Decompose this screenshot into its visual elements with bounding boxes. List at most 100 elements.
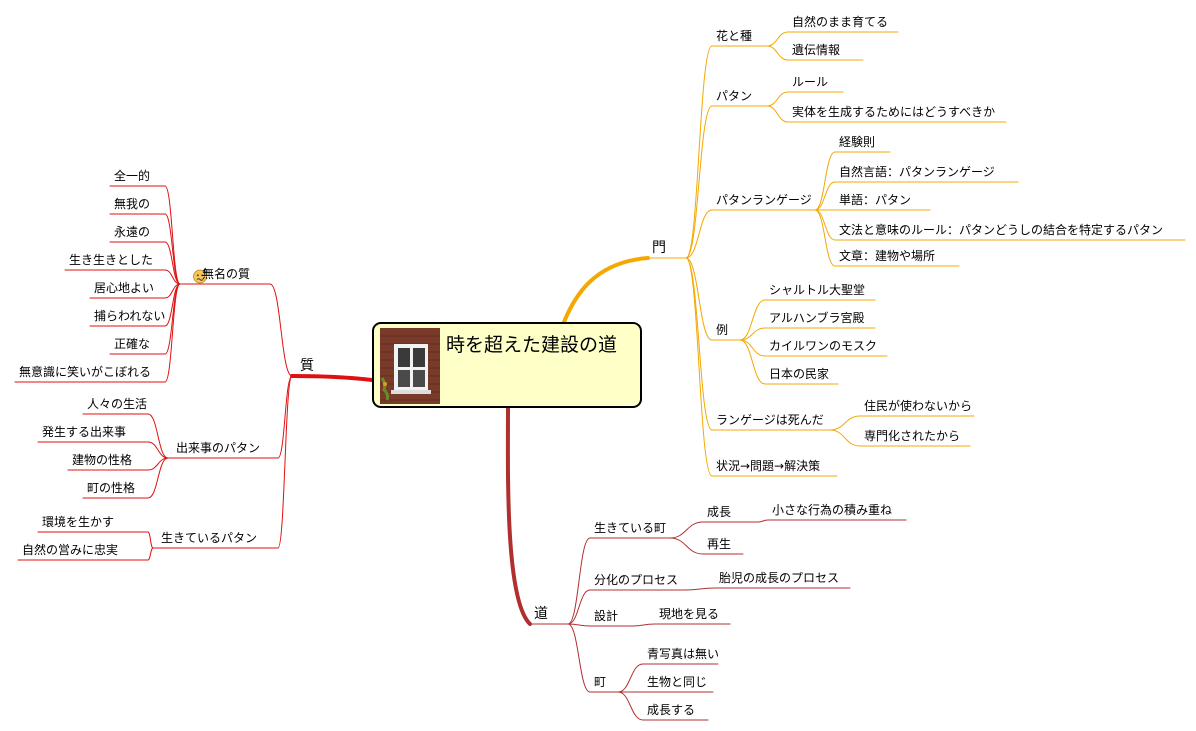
way-topic[interactable]: 生きている町 xyxy=(594,521,667,535)
connector-line xyxy=(739,339,766,357)
connector-line xyxy=(685,257,713,431)
connector-line xyxy=(685,45,713,259)
connector-line xyxy=(757,519,769,523)
way-topic[interactable]: 分化のプロセス xyxy=(594,573,679,587)
gate-subtopic[interactable]: 専門化されたから xyxy=(864,429,961,443)
connector-line xyxy=(617,663,644,693)
quality-subtopic[interactable]: 全一的 xyxy=(114,169,151,183)
quality-subtopic[interactable]: 居心地よい xyxy=(94,281,155,295)
gate-subtopic[interactable]: ルール xyxy=(792,75,829,89)
connector-line xyxy=(685,257,713,477)
connector-line xyxy=(669,521,704,539)
quality-subtopic[interactable]: 自然の営みに忠実 xyxy=(22,543,119,557)
connector-line xyxy=(739,299,766,341)
gate-topic[interactable]: ランゲージは死んだ xyxy=(716,413,824,427)
gate-subtopic[interactable]: 文法と意味のルール：パタンどうしの結合を特定するパタン xyxy=(839,223,1164,237)
connector-line xyxy=(277,375,293,549)
way-branch-line xyxy=(505,406,532,626)
connector-line xyxy=(164,283,181,355)
connector-line xyxy=(685,257,713,341)
connector-line xyxy=(685,105,713,259)
gate-topic[interactable]: パタンランゲージ xyxy=(716,193,812,207)
connector-line xyxy=(617,691,644,721)
way-topic[interactable]: 設計 xyxy=(594,609,619,623)
central-topic-title: 時を超えた建設の道 xyxy=(446,334,618,356)
gate-topic[interactable]: 例 xyxy=(716,323,729,337)
connector-line xyxy=(147,531,154,549)
way-subtopic[interactable]: 成長 xyxy=(707,505,732,519)
quality-subtopic[interactable]: 環境を生かす xyxy=(42,515,115,529)
connector-line xyxy=(147,457,169,499)
central-topic[interactable]: 時を超えた建設の道 xyxy=(372,322,642,408)
quality-topic[interactable]: 生きているパタン xyxy=(161,531,258,545)
gate-subtopic[interactable]: 日本の民家 xyxy=(769,367,830,381)
connector-line xyxy=(164,241,181,285)
gate-subtopic[interactable]: 自然言語：パタンランゲージ xyxy=(839,165,995,179)
way-topic[interactable]: 町 xyxy=(594,675,607,689)
gate-branch-label[interactable]: 門 xyxy=(652,240,666,256)
quality-subtopic[interactable]: 町の性格 xyxy=(87,481,136,495)
connector-line xyxy=(164,185,181,285)
connector-line xyxy=(147,441,169,459)
connector-line xyxy=(567,623,591,627)
quality-subtopic[interactable]: 正確な xyxy=(114,337,151,351)
gate-subtopic[interactable]: 住民が使わないから xyxy=(864,399,973,413)
quality-subtopic[interactable]: 発生する出来事 xyxy=(42,425,127,439)
gate-topic[interactable]: パタン xyxy=(716,89,753,103)
gate-subtopic[interactable]: 経験則 xyxy=(839,135,876,149)
connector-line xyxy=(739,339,766,385)
quality-branch-line xyxy=(290,374,374,382)
way-subtopic[interactable]: 現地を見る xyxy=(659,607,720,621)
connector-line xyxy=(766,45,789,61)
quality-subtopic[interactable]: 永遠の xyxy=(114,225,151,239)
connector-line xyxy=(567,589,591,625)
connector-line xyxy=(814,151,836,211)
connector-line xyxy=(147,413,169,459)
connector-line xyxy=(814,209,836,267)
connector-line xyxy=(684,587,716,591)
connector-line xyxy=(739,327,766,341)
way-subtopic[interactable]: 小さな行為の積み重ね xyxy=(772,503,893,517)
way-subtopic[interactable]: 再生 xyxy=(707,537,732,551)
quality-subtopic[interactable]: 無意識に笑いがこぼれる xyxy=(19,365,152,379)
gate-topic[interactable]: 花と種 xyxy=(716,29,753,43)
quality-topic[interactable]: 無名の質 xyxy=(202,267,251,281)
gate-topic[interactable]: 状況→問題→解決策 xyxy=(716,459,821,473)
quality-subtopic[interactable]: 人々の生活 xyxy=(87,397,148,411)
quality-subtopic[interactable]: 生き生きとした xyxy=(69,253,154,267)
way-subtopic[interactable]: 胎児の成長のプロセス xyxy=(719,571,840,585)
way-subtopic[interactable]: 青写真は無い xyxy=(647,647,720,661)
gate-subtopic[interactable]: シャルトル大聖堂 xyxy=(769,283,866,297)
gate-subtopic[interactable]: 遺伝情報 xyxy=(792,43,841,57)
connector-line xyxy=(685,209,713,259)
connector-line xyxy=(567,537,591,625)
quality-subtopic[interactable]: 無我の xyxy=(114,197,151,211)
connector-line xyxy=(164,213,181,285)
connector-line xyxy=(631,623,656,627)
connector-line xyxy=(269,283,293,377)
connector-line xyxy=(766,31,789,47)
gate-subtopic[interactable]: 実体を生成するためにはどうすべきか xyxy=(792,105,996,119)
way-subtopic[interactable]: 生物と同じ xyxy=(647,675,708,689)
way-branch-label[interactable]: 道 xyxy=(534,606,548,622)
connector-line xyxy=(277,375,293,459)
connector-line xyxy=(164,269,181,285)
gate-subtopic[interactable]: カイルワンのモスク xyxy=(769,339,878,353)
gate-subtopic[interactable]: 自然のまま育てる xyxy=(792,15,889,29)
gate-subtopic[interactable]: 単語：パタン xyxy=(839,193,912,207)
quality-topic[interactable]: 出来事のパタン xyxy=(176,441,261,455)
quality-branch-label[interactable]: 質 xyxy=(300,358,314,374)
connector-line xyxy=(829,429,861,447)
confused-face-icon: ? xyxy=(193,269,208,284)
gate-subtopic[interactable]: アルハンブラ宮殿 xyxy=(769,311,865,325)
connector-line xyxy=(766,105,789,123)
way-subtopic[interactable]: 成長する xyxy=(647,703,696,717)
quality-subtopic[interactable]: 捕らわれない xyxy=(94,309,166,323)
svg-text:?: ? xyxy=(205,269,207,273)
gate-subtopic[interactable]: 文章：建物や場所 xyxy=(839,249,936,263)
quality-subtopic[interactable]: 建物の性格 xyxy=(72,453,133,467)
gate-branch-line xyxy=(562,256,650,324)
connector-line xyxy=(669,537,704,555)
connector-line xyxy=(164,283,181,383)
